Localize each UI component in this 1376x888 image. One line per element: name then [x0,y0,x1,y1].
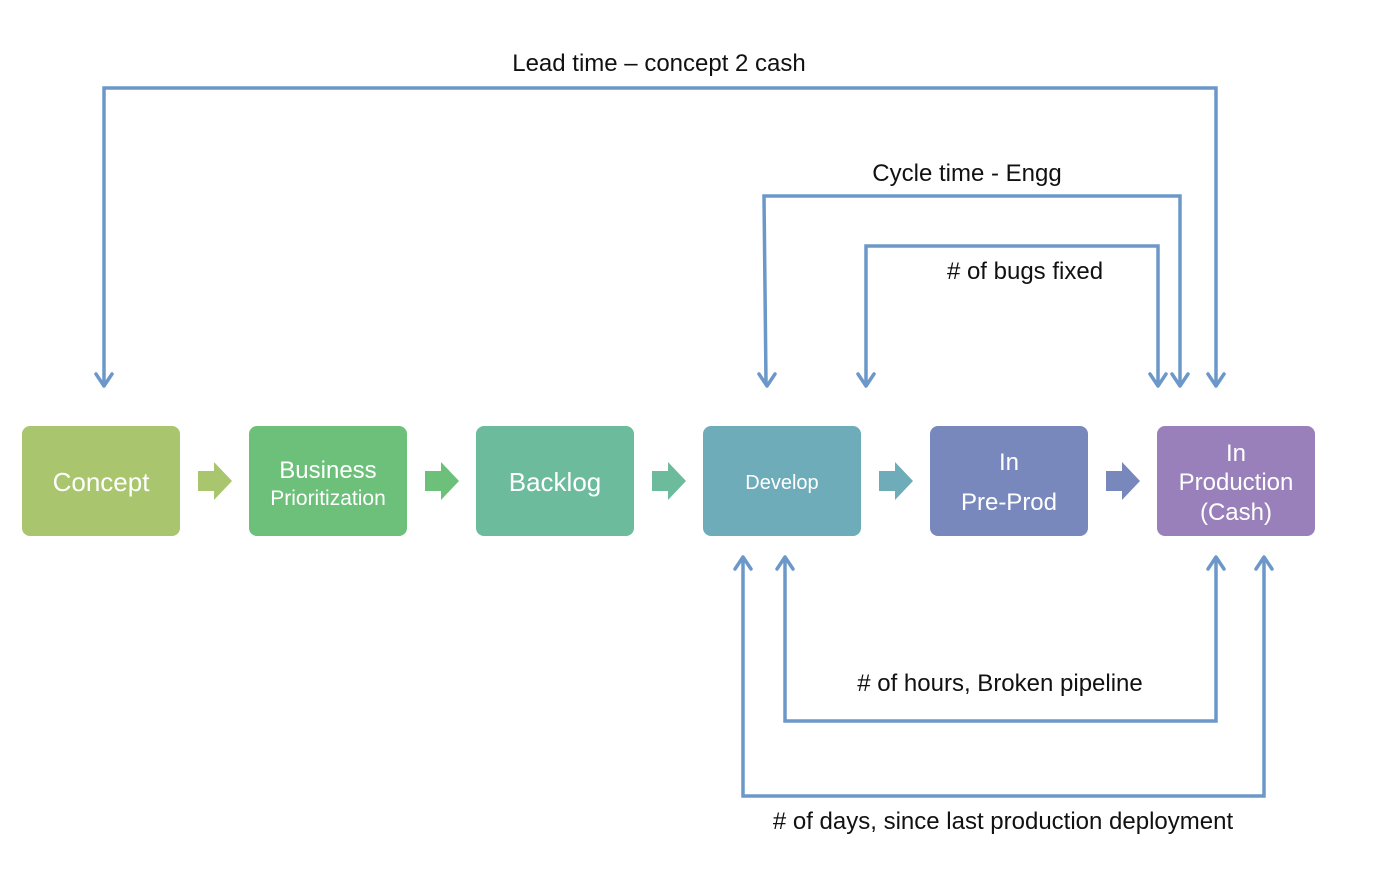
arrowhead-up-icon [1206,555,1226,571]
stage-production: In Production (Cash) [1157,426,1315,536]
stage-backlog-label: Backlog [509,467,602,497]
arrowhead-up-icon [733,555,753,571]
stage-develop: Develop [703,426,861,536]
stage-develop-label: Develop [745,472,818,494]
arrowhead-down-icon [856,372,876,388]
flow-arrow-concept-to-business [198,462,232,500]
lead-time-connector [94,86,1226,388]
lead-time-label: Lead time – concept 2 cash [512,50,806,77]
arrowhead-down-icon [1148,372,1168,388]
stage-prioritization-label: Prioritization [270,487,386,510]
stage-production-line3: (Cash) [1200,499,1272,526]
arrowhead-down-icon [1170,372,1190,388]
flow-arrow-preprod-to-production [1106,462,1140,500]
cycle-time-label: Cycle time - Engg [872,160,1061,187]
stage-concept-label: Concept [53,467,151,497]
stage-concept: Concept [22,426,180,536]
flow-arrow-business-to-backlog [425,462,459,500]
arrowhead-up-icon [1254,555,1274,571]
arrowhead-down-icon [94,372,114,388]
flow-arrow-backlog-to-develop [652,462,686,500]
cycle-time-connector [757,194,1190,388]
stage-business-label: Business [279,457,376,484]
arrowhead-down-icon [757,372,777,388]
stage-pre-prod: In Pre-Prod [930,426,1088,536]
stage-pre-prod-line2: Pre-Prod [961,489,1057,516]
bugs-fixed-connector [856,244,1168,388]
days-since-deploy-connector [733,555,1274,798]
days-since-deploy-label: # of days, since last production deploym… [773,808,1234,835]
stage-pre-prod-line1: In [999,449,1019,476]
bugs-fixed-label: # of bugs fixed [947,258,1103,285]
flow-arrow-develop-to-preprod [879,462,913,500]
stage-production-line2: Production [1179,469,1294,496]
stage-production-line1: In [1226,440,1246,467]
stage-backlog: Backlog [476,426,634,536]
broken-pipeline-connector [775,555,1226,723]
arrowhead-down-icon [1206,372,1226,388]
broken-pipeline-label: # of hours, Broken pipeline [857,670,1143,697]
stage-business-prioritization: Business Prioritization [249,426,407,536]
arrowhead-up-icon [775,555,795,571]
